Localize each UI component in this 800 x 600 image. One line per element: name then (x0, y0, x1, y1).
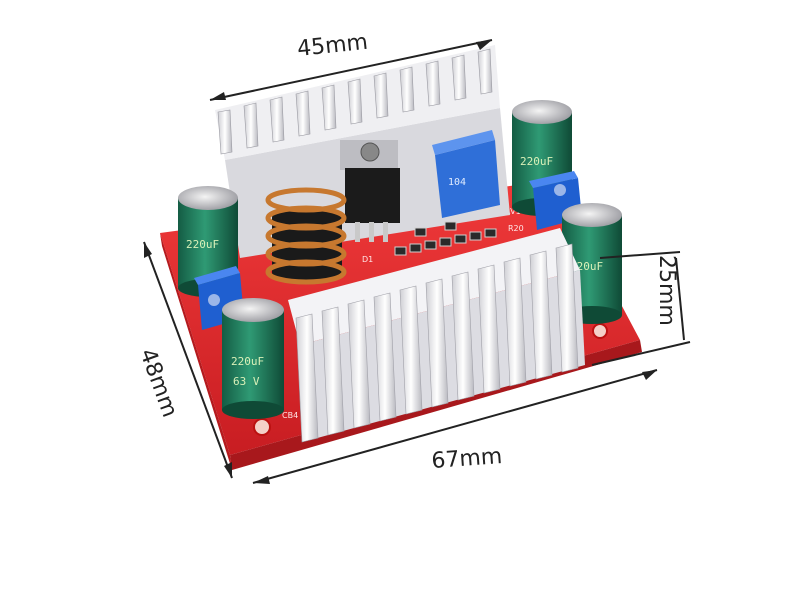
pot-marking: 104 (448, 177, 466, 188)
front-heatsink (288, 228, 585, 443)
cap-voltage-label: 63 V (233, 375, 260, 388)
capacitor-rear-left: 220uF (178, 186, 238, 297)
dimension-left (143, 241, 233, 479)
mount-hole (592, 323, 608, 339)
dimension-top-label: 45mm (296, 30, 369, 62)
mosfet (340, 140, 400, 242)
potentiometer: 104 (432, 130, 500, 218)
dimension-right-label: 25mm (654, 255, 679, 326)
silk-d1: D1 (362, 255, 373, 264)
dimension-top (209, 39, 493, 101)
silk-rv1: RV1 (505, 207, 521, 216)
capacitor-front-left: 220uF 63 V (222, 298, 284, 419)
cap-value-label: 220uF (231, 355, 264, 368)
dimension-left-label: 48mm (134, 346, 182, 421)
dimension-right (591, 251, 691, 366)
dimension-bottom-label: 67mm (431, 444, 503, 474)
silk-cb: CB4 (282, 411, 298, 420)
cap-value-label: 220uF (520, 155, 553, 168)
smd-components (394, 221, 497, 256)
silk-r20: R20 (508, 224, 524, 233)
dimension-bottom (252, 369, 658, 484)
mount-hole (253, 418, 271, 436)
inductor-coil (265, 187, 347, 285)
cap-value-label: 220uF (186, 238, 219, 251)
